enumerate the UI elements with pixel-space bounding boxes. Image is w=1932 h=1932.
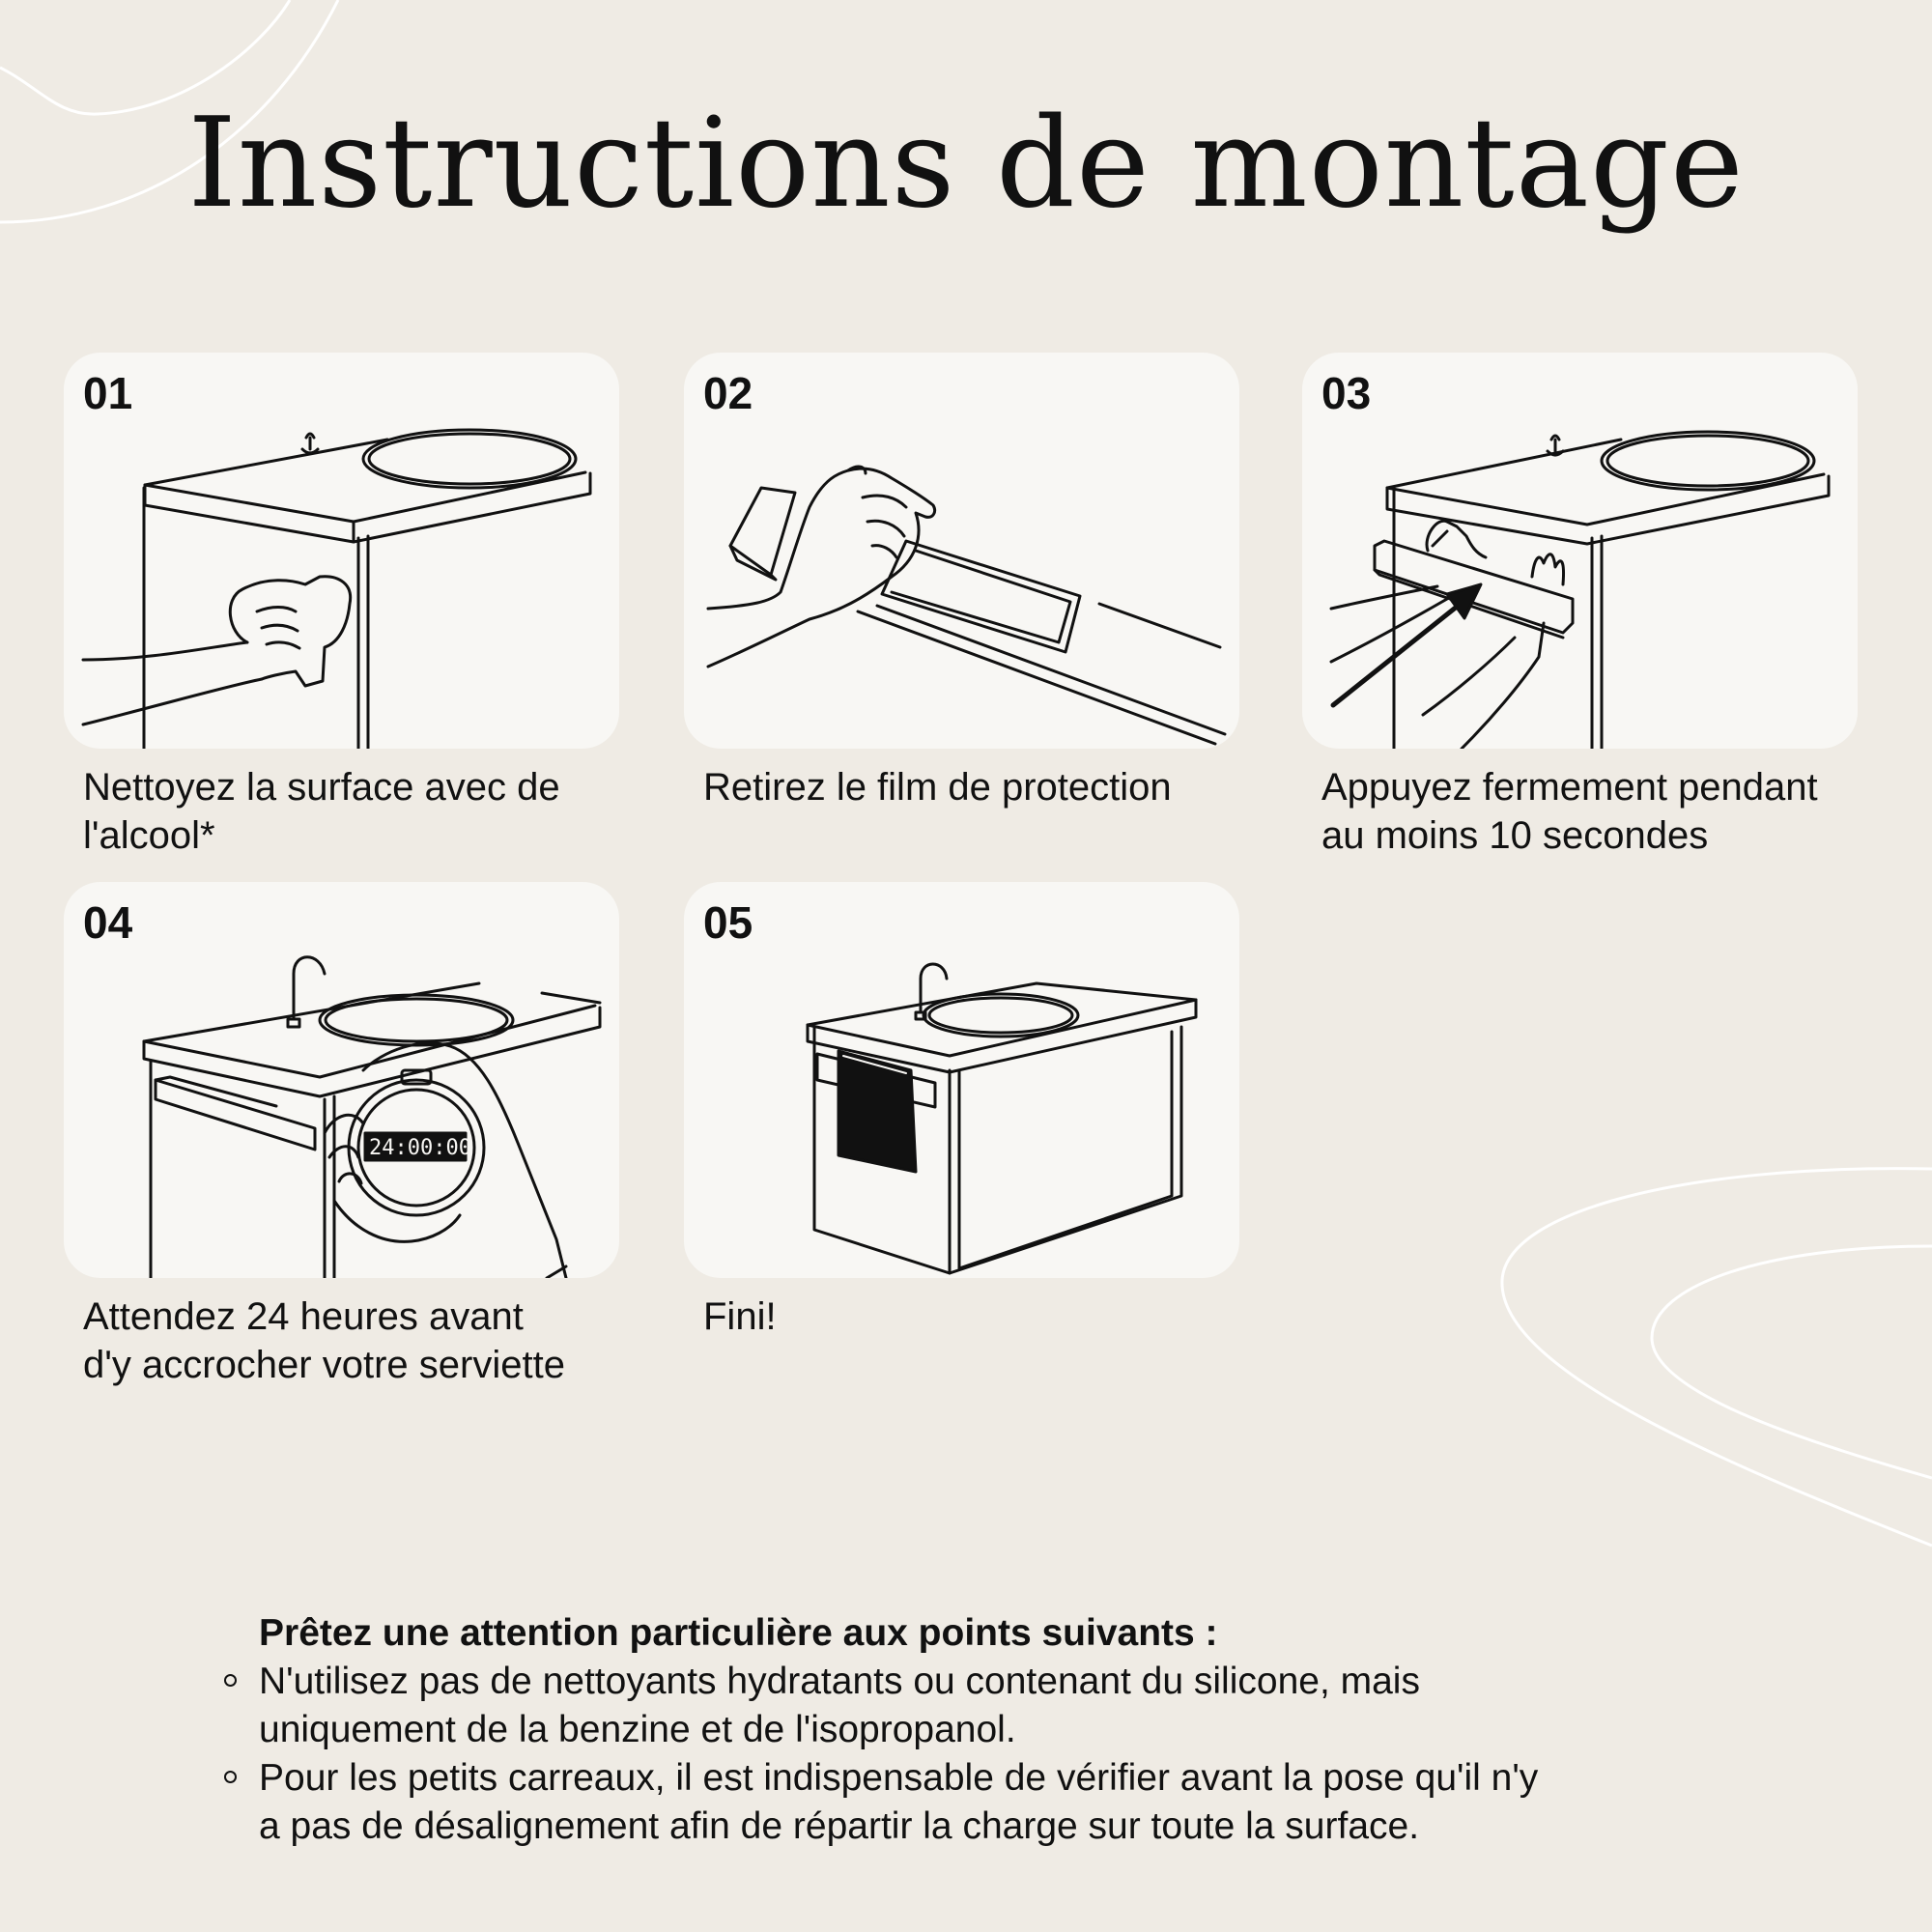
- list-item: Pour les petits carreaux, il est indispe…: [224, 1754, 1766, 1851]
- bullet-icon: [224, 1674, 237, 1687]
- step-number: 05: [703, 897, 753, 948]
- page-title: Instructions de montage: [187, 92, 1745, 236]
- step-card-01: 01: [64, 353, 619, 749]
- step-caption-04: Attendez 24 heures avant d'y accrocher v…: [83, 1295, 565, 1386]
- notes-section: Prêtez une attention particulière aux po…: [224, 1609, 1766, 1851]
- step-card-05: 05: [684, 882, 1239, 1278]
- step-caption-03: Appuyez fermement pendant au moins 10 se…: [1321, 766, 1818, 857]
- stopwatch-display: 24:00:00: [369, 1136, 471, 1160]
- step-caption-01: Nettoyez la surface avec de l'alcool*: [83, 766, 560, 857]
- step-caption-02: Retirez le film de protection: [703, 766, 1172, 809]
- step-number: 01: [83, 368, 133, 418]
- illustration-hand-peeling-film: [706, 465, 1227, 746]
- step-card-02: 02: [684, 353, 1239, 749]
- notes-list: N'utilisez pas de nettoyants hydratants …: [224, 1658, 1766, 1851]
- step-number: 03: [1321, 368, 1372, 418]
- step-caption-05: Fini!: [703, 1295, 777, 1338]
- list-item: N'utilisez pas de nettoyants hydratants …: [224, 1658, 1766, 1754]
- step-number: 04: [83, 897, 133, 948]
- illustration-hand-wiping-cabinet: [81, 428, 592, 749]
- step-card-03: 03: [1302, 353, 1858, 749]
- notes-heading: Prêtez une attention particulière aux po…: [259, 1612, 1218, 1654]
- step-card-04: 24:00:00 04: [64, 882, 619, 1278]
- illustration-stopwatch: 24:00:00: [142, 955, 602, 1278]
- bullet-icon: [224, 1771, 237, 1783]
- step-number: 02: [703, 368, 753, 418]
- illustration-hands-pressing-rail: [1329, 430, 1831, 749]
- illustration-towel-on-rail: [806, 962, 1198, 1275]
